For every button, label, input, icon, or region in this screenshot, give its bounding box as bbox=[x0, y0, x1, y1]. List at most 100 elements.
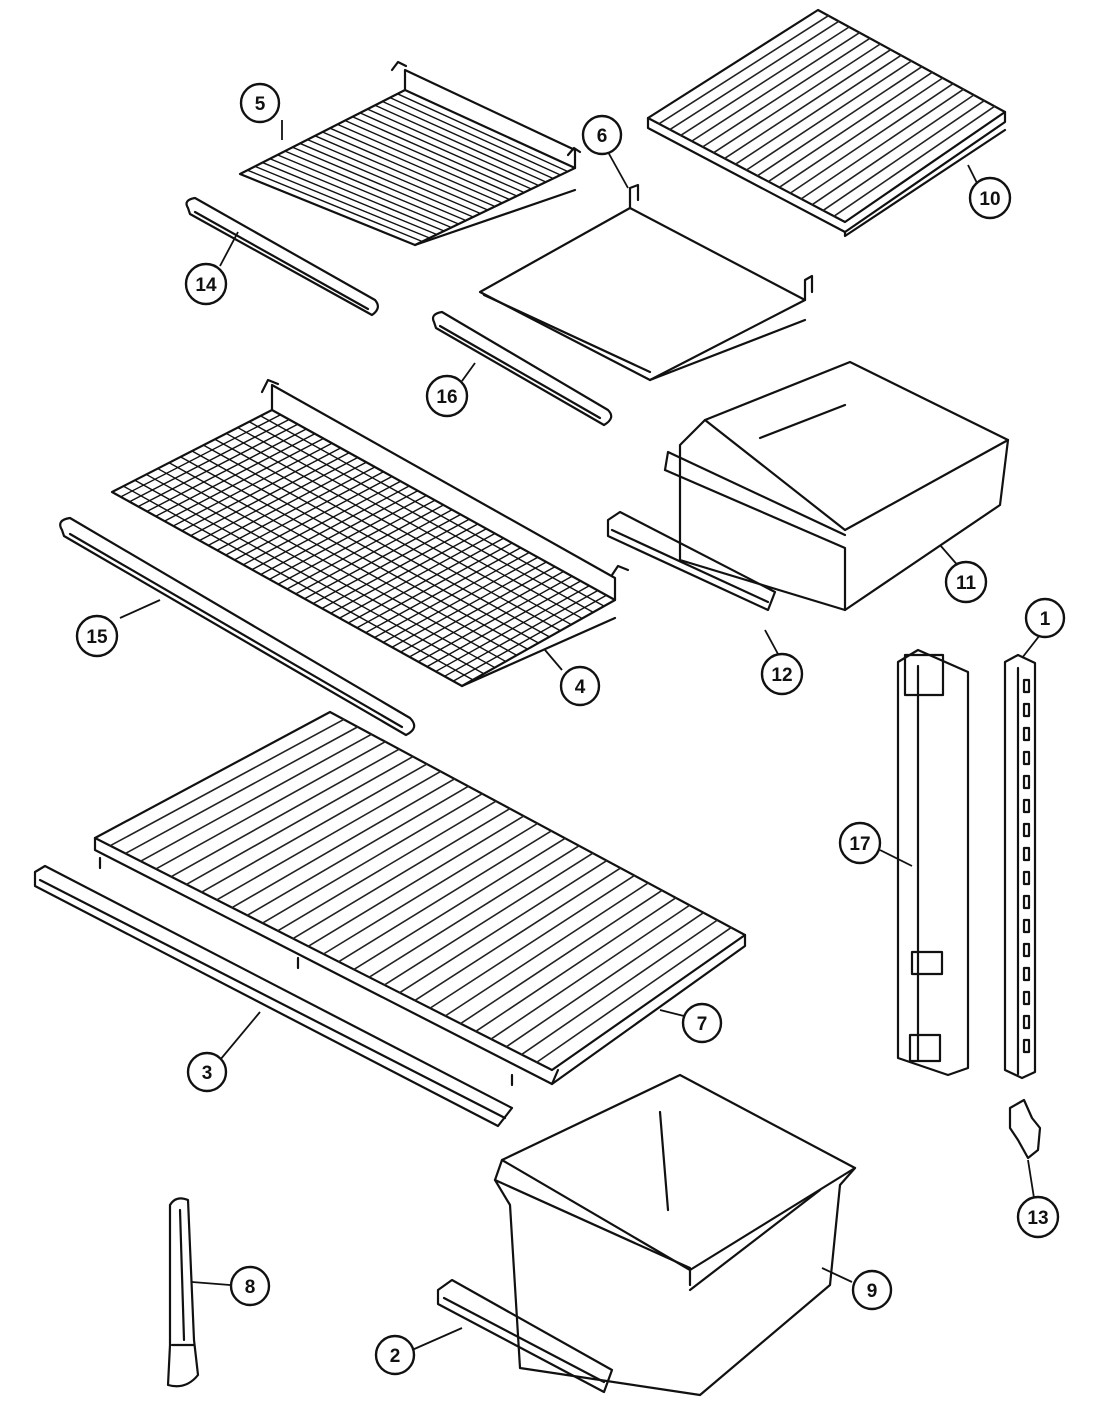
part-2-drawer-front-trim bbox=[436, 1278, 614, 1394]
cover-rib bbox=[680, 26, 850, 137]
part-5-small-wire-shelf bbox=[238, 60, 582, 247]
rail-slot bbox=[1022, 726, 1031, 742]
shelf-rib bbox=[475, 897, 677, 1033]
svg-text:16: 16 bbox=[436, 387, 457, 408]
shelf-rib bbox=[139, 733, 373, 863]
part-14-shelf-trim bbox=[185, 196, 379, 317]
svg-text:13: 13 bbox=[1027, 1208, 1048, 1229]
shelf-wire bbox=[286, 504, 445, 590]
callout-12: 12 bbox=[760, 652, 804, 696]
shelf-wire bbox=[321, 131, 496, 208]
rail-slot bbox=[1022, 846, 1031, 862]
shelf-rib bbox=[216, 770, 442, 901]
svg-text:15: 15 bbox=[86, 627, 108, 648]
callout-4: 4 bbox=[559, 665, 601, 707]
cover-rib bbox=[822, 99, 986, 212]
svg-text:1: 1 bbox=[1040, 609, 1051, 630]
shelf-wire bbox=[146, 428, 307, 513]
shelf-wire bbox=[254, 165, 431, 239]
shelf-wire bbox=[389, 96, 562, 176]
shelf-wire bbox=[356, 542, 513, 629]
cover-rib bbox=[811, 94, 975, 206]
shelf-wire bbox=[190, 452, 350, 537]
callout-2: 2 bbox=[374, 1334, 416, 1376]
shelf-rib bbox=[200, 763, 428, 893]
shelf-wire bbox=[128, 418, 290, 503]
shelf-rib bbox=[276, 800, 497, 932]
shelf-rib bbox=[398, 859, 608, 994]
shelf-wire bbox=[396, 93, 569, 173]
callout-7: 7 bbox=[681, 1002, 723, 1044]
shelf-wire bbox=[382, 556, 539, 644]
shelf-rib bbox=[459, 889, 663, 1025]
part-15-shelf-trim bbox=[59, 516, 416, 737]
callout-13: 13 bbox=[1016, 1195, 1060, 1239]
shelf-wire bbox=[329, 127, 503, 204]
shelf-wire bbox=[295, 509, 453, 595]
rail-slot bbox=[1022, 942, 1031, 958]
callout-11: 11 bbox=[944, 560, 988, 604]
shelf-rib bbox=[535, 926, 732, 1064]
shelf-wire bbox=[268, 494, 428, 580]
shelf-wire bbox=[373, 551, 530, 639]
rail-slot bbox=[1022, 918, 1031, 934]
shelf-wire bbox=[365, 547, 522, 634]
shelf-wire bbox=[284, 150, 460, 225]
shelf-rib bbox=[444, 882, 649, 1017]
cover-rib bbox=[701, 37, 871, 148]
callout-14: 14 bbox=[184, 262, 228, 306]
shelf-wire bbox=[306, 138, 482, 215]
part-9-crisper-drawer bbox=[493, 1073, 857, 1397]
shelf-wire bbox=[400, 566, 556, 653]
rail-slot bbox=[1022, 798, 1031, 814]
shelf-wire bbox=[347, 537, 505, 624]
shelf-rib bbox=[109, 718, 345, 847]
cover-rib bbox=[734, 54, 902, 166]
shelf-wire bbox=[198, 456, 359, 542]
shelf-wire bbox=[155, 433, 316, 517]
shelf-wire bbox=[291, 146, 467, 222]
rail-slot bbox=[1022, 750, 1031, 766]
shelf-wire bbox=[374, 104, 547, 183]
svg-text:2: 2 bbox=[390, 1346, 401, 1367]
part-3-shelf-front-trim bbox=[33, 864, 514, 1128]
callout-16: 16 bbox=[425, 374, 469, 418]
svg-text:9: 9 bbox=[867, 1281, 878, 1302]
shelf-wire bbox=[426, 580, 582, 668]
shelf-wire bbox=[452, 594, 608, 682]
part-10-crisper-cover bbox=[646, 8, 1007, 238]
leader-lines bbox=[119, 120, 1041, 1351]
callout-17: 17 bbox=[838, 821, 882, 865]
shelf-wire bbox=[417, 575, 573, 663]
svg-text:10: 10 bbox=[979, 189, 1000, 210]
cover-rib bbox=[767, 71, 934, 183]
callout-5: 5 bbox=[239, 82, 281, 124]
cover-rib bbox=[690, 31, 861, 142]
callout-9: 9 bbox=[851, 1269, 893, 1311]
shelf-rib bbox=[261, 792, 483, 924]
cover-rib bbox=[658, 14, 830, 125]
shelf-wire bbox=[366, 108, 540, 187]
rail-slot bbox=[1022, 822, 1031, 838]
shelf-wire bbox=[303, 513, 462, 600]
shelf-wire bbox=[299, 142, 474, 218]
shelf-rib bbox=[490, 904, 691, 1040]
shelf-wire bbox=[443, 589, 599, 677]
callout-3: 3 bbox=[186, 1051, 228, 1093]
rail-slot bbox=[1022, 966, 1031, 982]
shelf-wire bbox=[344, 119, 518, 197]
part-13-shelf-clip bbox=[1008, 1098, 1042, 1160]
cover-rib bbox=[789, 82, 954, 194]
shelf-wire bbox=[172, 442, 333, 527]
part-6-slide-shelf bbox=[478, 183, 814, 382]
part-17-vertical-rail bbox=[896, 648, 970, 1077]
shelf-wire bbox=[277, 499, 436, 585]
rail-slot bbox=[1022, 702, 1031, 718]
shelf-wire bbox=[260, 490, 419, 576]
part-12-drawer-cover-trim bbox=[606, 510, 777, 612]
shelf-wire bbox=[336, 123, 511, 201]
shelf-rib bbox=[231, 778, 456, 909]
shelf-wire bbox=[251, 485, 410, 571]
svg-text:11: 11 bbox=[956, 573, 977, 594]
shelf-wire bbox=[312, 518, 470, 605]
